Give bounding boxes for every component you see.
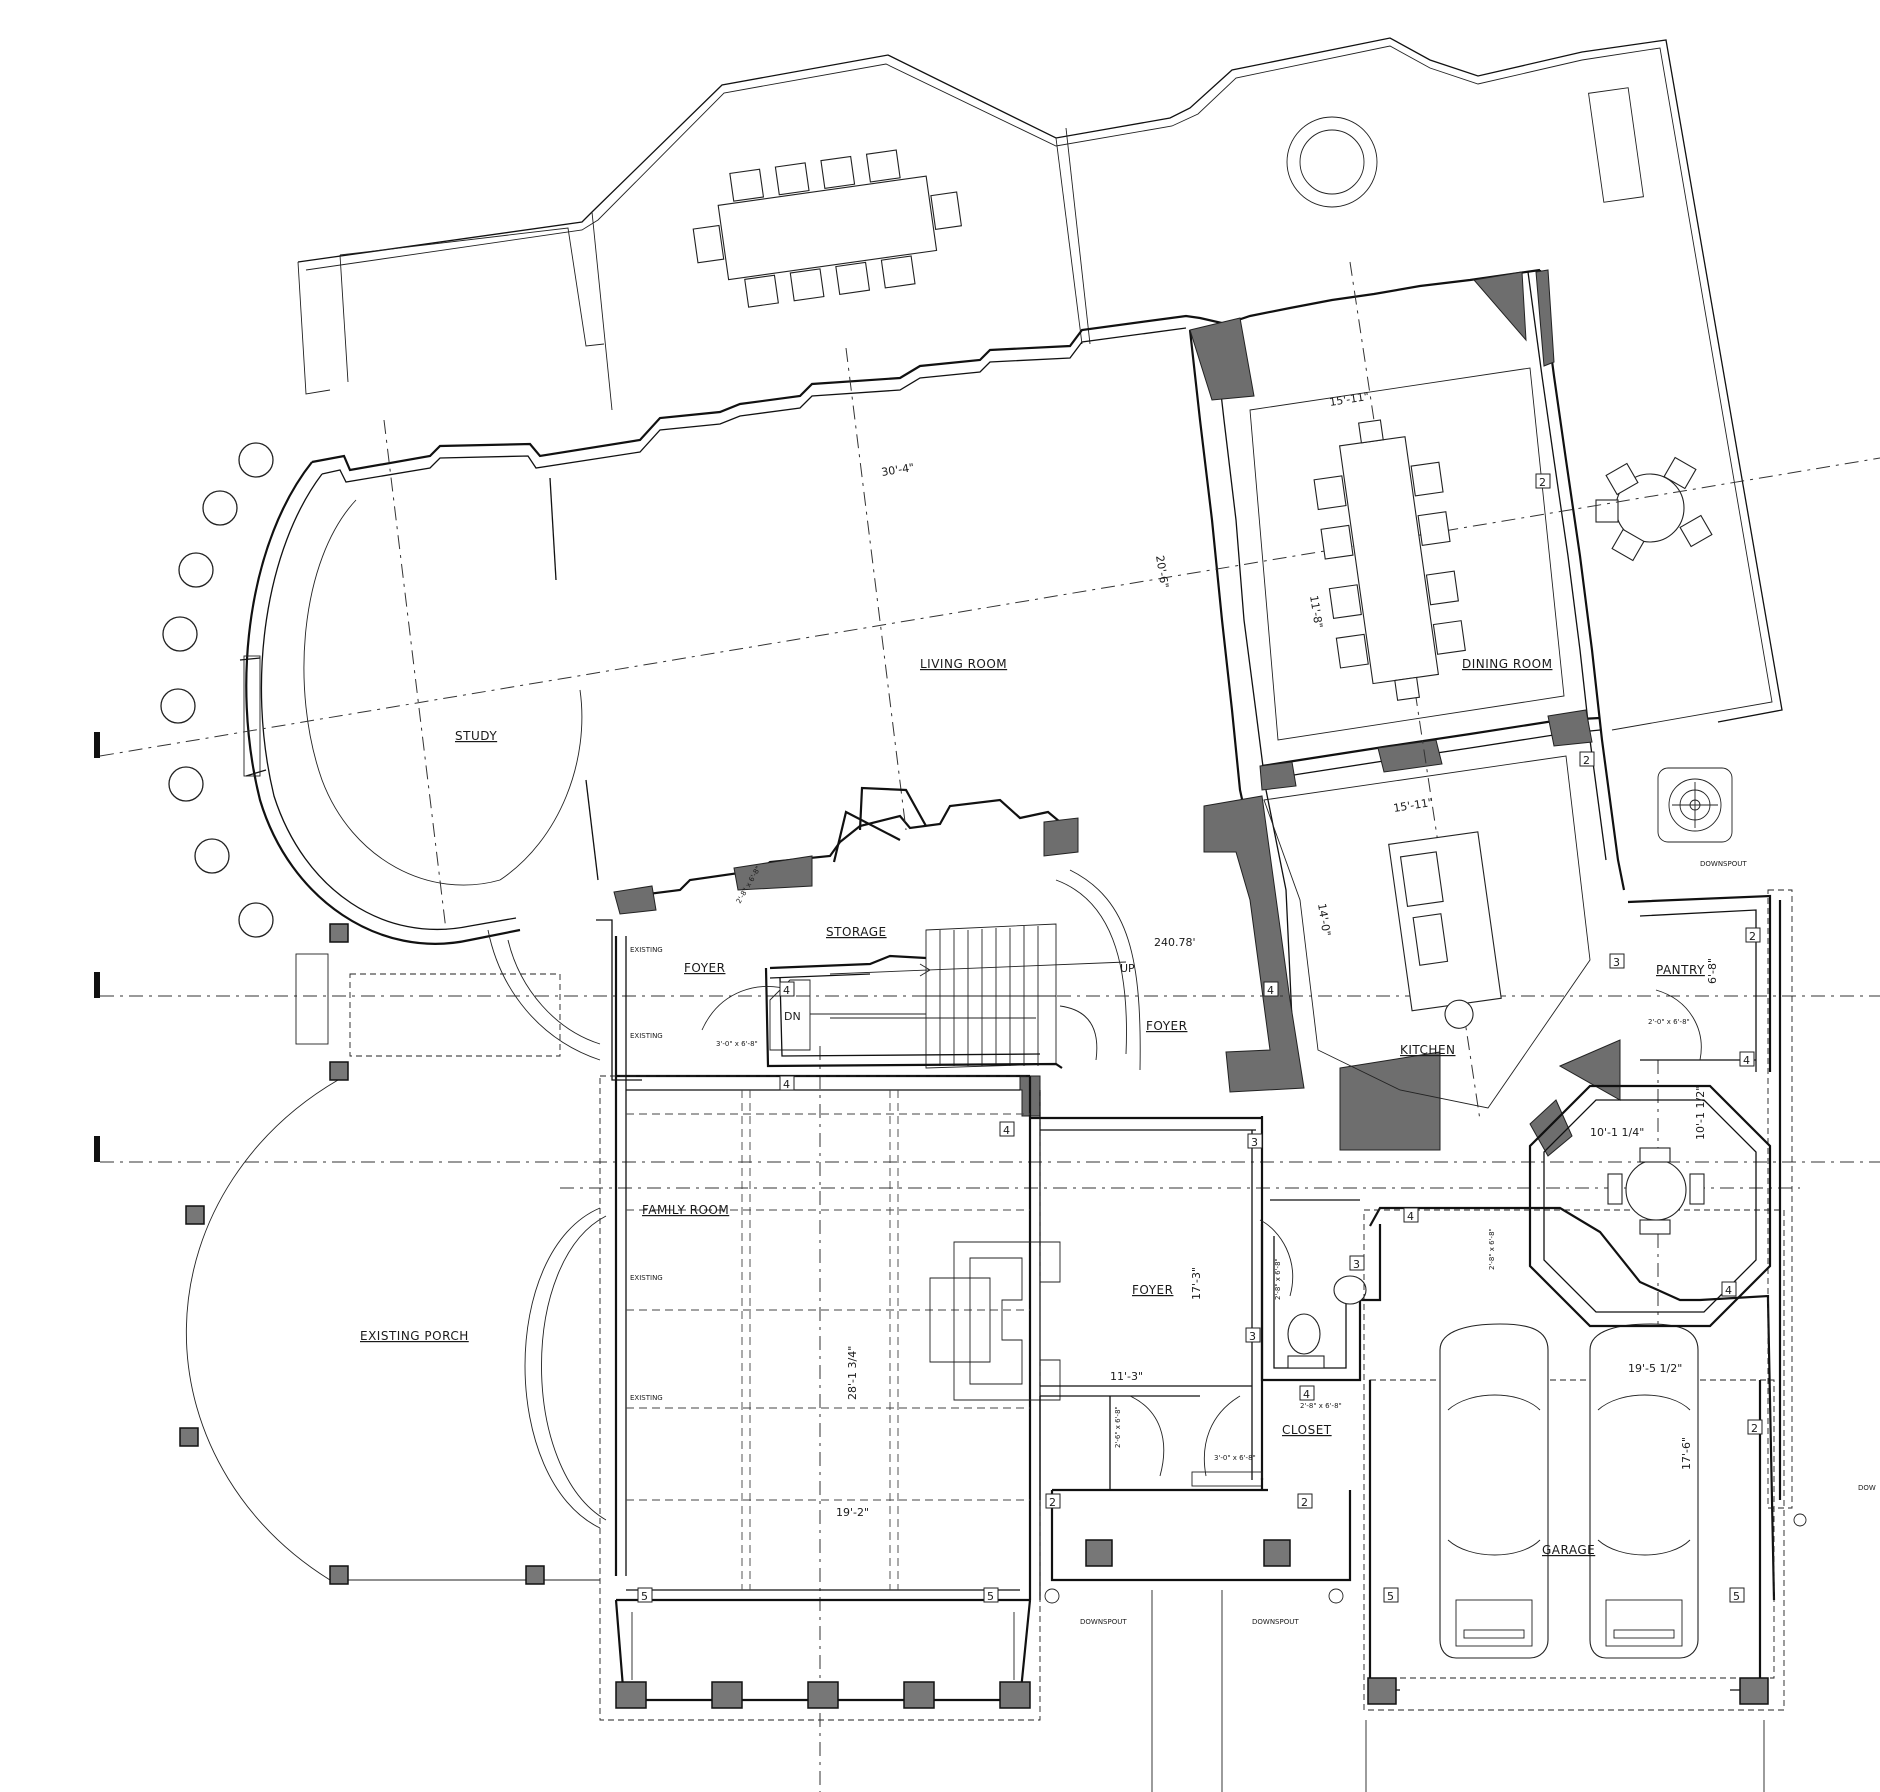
dim-living-width: 30'-4"	[880, 461, 915, 479]
dim-family-width: 19'-2"	[836, 1506, 869, 1519]
terrace-round-table	[1595, 456, 1713, 562]
tag-4-f: 4	[1303, 1388, 1310, 1401]
garage	[1363, 889, 1793, 1792]
tag-3-a: 3	[1251, 1136, 1258, 1149]
dim-garage-depth: 17'-6"	[1680, 1437, 1693, 1470]
tag-2-c: 2	[1749, 930, 1756, 943]
foyer-b-label: FOYER	[1146, 1019, 1187, 1033]
dim-foyer-c-width: 11'-3"	[1110, 1370, 1143, 1383]
storage-label: STORAGE	[826, 925, 887, 939]
tag-4-d: 4	[1267, 984, 1274, 997]
tag-4-e: 4	[1407, 1210, 1414, 1223]
tag-4-h: 4	[1725, 1284, 1732, 1297]
existing-label-4: EXISTING	[630, 1394, 663, 1402]
pantry-label: PANTRY	[1656, 963, 1705, 977]
tag-2-f: 2	[1301, 1496, 1308, 1509]
downspout-label-3: DOWNSPOUT	[1252, 1618, 1299, 1626]
door-size-7: 3'-0" x 6'-8"	[1214, 1454, 1256, 1462]
downspout-label-1: DOWNSPOUT	[1700, 860, 1747, 868]
lower-wing-walls	[596, 919, 1061, 1721]
family-room-label: FAMILY ROOM	[642, 1203, 729, 1217]
downspout-label-4: DOW	[1858, 1484, 1876, 1492]
existing-porch-label: EXISTING PORCH	[360, 1329, 469, 1343]
dim-kitchen-width: 15'-11"	[1392, 796, 1434, 815]
foyer-closets	[1030, 1116, 1382, 1500]
dim-foyer-c-depth: 17'-3"	[1190, 1267, 1203, 1300]
dim-dining-width: 15'-11"	[1328, 390, 1370, 409]
tag-3-c: 3	[1249, 1330, 1256, 1343]
dim-pantry-depth: 6'-8"	[1706, 958, 1719, 984]
pantry-walls	[1627, 894, 1772, 1072]
north-terrace	[297, 37, 1783, 731]
dim-family-depth: 28'-1 3/4"	[846, 1346, 859, 1400]
dim-dining-depth: 11'-8"	[1307, 594, 1325, 629]
tag-2-d: 2	[1751, 1422, 1758, 1435]
dining-room-table	[1313, 419, 1466, 701]
octagon-nook	[1528, 1084, 1772, 1328]
dim-kitchen-depth: 14'-0"	[1315, 902, 1333, 937]
tag-2-a: 2	[1539, 476, 1546, 489]
foyer-a-label: FOYER	[684, 961, 725, 975]
tag-3-b: 3	[1353, 1258, 1360, 1271]
door-size-5: 2'-8" x 6'-8"	[1274, 1258, 1282, 1300]
tag-2-e: 2	[1049, 1496, 1056, 1509]
tag-4-c: 4	[1003, 1124, 1010, 1137]
tag-2-b: 2	[1583, 754, 1590, 767]
front-walk	[1044, 1490, 1807, 1792]
stair-up-label: UP	[1120, 962, 1135, 975]
door-size-6: 2'-6" x 6'-8"	[1114, 1406, 1122, 1448]
dim-foyer-b-angle: 240.78'	[1154, 936, 1196, 949]
tag-4-g: 4	[1743, 1054, 1750, 1067]
downspout-label-2: DOWNSPOUT	[1080, 1618, 1127, 1626]
closet-label: CLOSET	[1282, 1423, 1332, 1437]
living-room-label: LIVING ROOM	[920, 657, 1007, 671]
axis-lines	[94, 261, 1880, 1792]
tag-4-a: 4	[783, 984, 790, 997]
door-size-8: 2'-8" x 6'-8"	[1300, 1402, 1342, 1410]
existing-label-1: EXISTING	[630, 946, 663, 954]
existing-porch	[179, 923, 607, 1585]
terrace-dining-table	[692, 149, 963, 308]
kitchen-outline	[1263, 755, 1591, 1109]
dim-octagon-h: 10'-1 1/2"	[1694, 1086, 1707, 1140]
dim-octagon-w: 10'-1 1/4"	[1590, 1126, 1644, 1139]
dim-living-depth: 20'-6"	[1153, 554, 1171, 589]
study-label: STUDY	[455, 729, 497, 743]
dim-garage-width: 19'-5 1/2"	[1628, 1362, 1682, 1375]
kitchen-island	[1388, 831, 1502, 1029]
tag-5-b: 5	[987, 1590, 994, 1603]
storage-walls	[701, 786, 1063, 1069]
car-left	[1439, 1323, 1549, 1659]
garage-label: GARAGE	[1542, 1543, 1595, 1557]
door-size-3: 2'-0" x 6'-8"	[1648, 1018, 1690, 1026]
window-tags: 4 4 4 4 4 4 4 4 2 2 2 2 2 2 3 3 3 3	[637, 473, 1763, 1603]
dimension-labels: 30'-4" 20'-6" 15'-11" 11'-8" 15'-11" 14'…	[836, 390, 1719, 1519]
room-labels: STUDY LIVING ROOM DINING ROOM KITCHEN PA…	[360, 657, 1705, 1557]
tag-4-b: 4	[783, 1078, 790, 1091]
shrubs	[160, 442, 274, 938]
tag-5-a: 5	[641, 1590, 648, 1603]
door-size-4: 2'-8" x 6'-8"	[1488, 1228, 1496, 1270]
door-size-1: 3'-0" x 6'-8"	[716, 1040, 758, 1048]
kitchen-label: KITCHEN	[1400, 1043, 1456, 1057]
planter	[1657, 767, 1733, 843]
staircase	[769, 869, 1141, 1071]
foyer-c-label: FOYER	[1132, 1283, 1173, 1297]
dining-rug	[1249, 367, 1565, 741]
dining-room-label: DINING ROOM	[1462, 657, 1552, 671]
tag-5-c: 5	[1387, 1590, 1394, 1603]
existing-label-3: EXISTING	[630, 1274, 663, 1282]
existing-label-2: EXISTING	[630, 1032, 663, 1040]
tag-5-d: 5	[1733, 1590, 1740, 1603]
tag-3-d: 3	[1613, 956, 1620, 969]
stair-down-label: DN	[784, 1010, 801, 1023]
